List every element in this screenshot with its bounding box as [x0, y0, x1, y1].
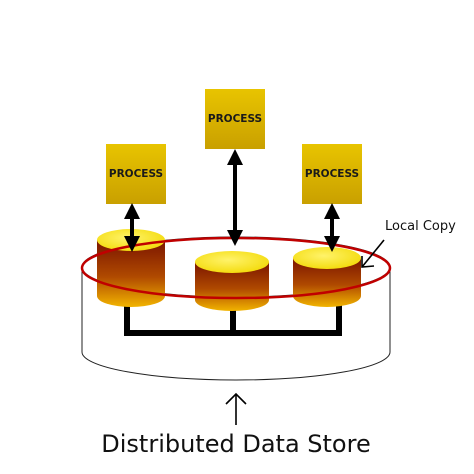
caption-pointer-arrow: [225, 392, 247, 425]
local-copy-label: Local Copy: [385, 219, 456, 234]
local-copy-cylinder-right: [293, 247, 361, 307]
process-arrows: [124, 149, 340, 252]
process-label-middle: PROCESS: [208, 113, 262, 125]
process-box-middle: PROCESS: [205, 89, 265, 149]
diagram-caption: Distributed Data Store: [101, 430, 370, 458]
process-box-left: PROCESS: [106, 144, 166, 204]
local-copy-pointer-arrow: [361, 239, 385, 268]
process-label-left: PROCESS: [109, 168, 163, 180]
local-copy-cylinder-middle: [195, 251, 269, 311]
process-label-right: PROCESS: [305, 168, 359, 180]
process-box-right: PROCESS: [302, 144, 362, 204]
